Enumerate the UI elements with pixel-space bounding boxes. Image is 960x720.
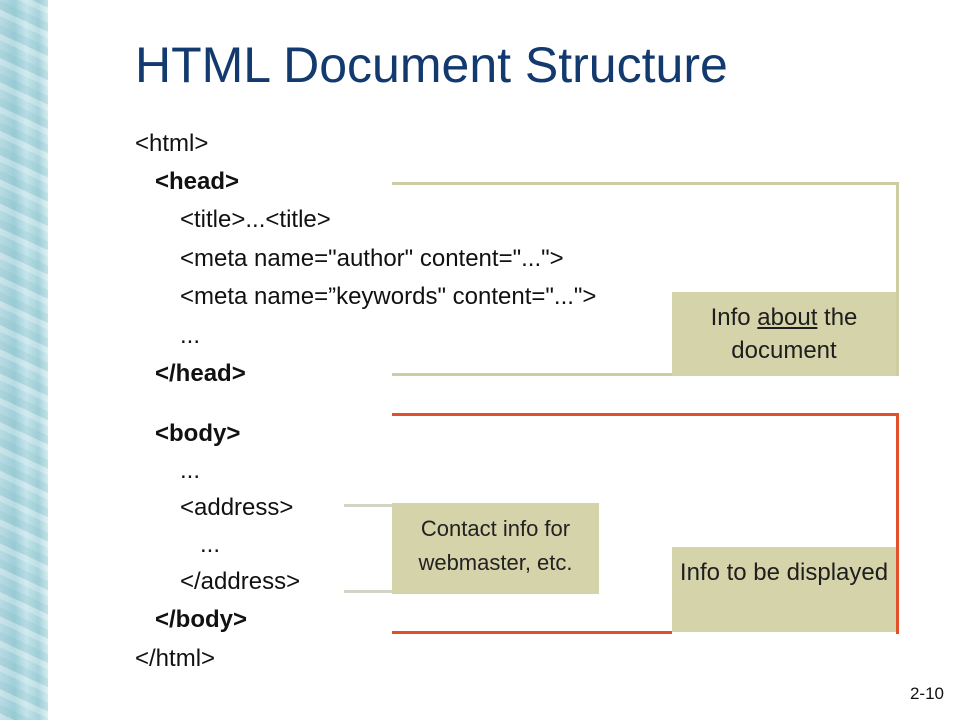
- code-meta-keywords: <meta name=”keywords" content="...">: [180, 283, 597, 310]
- callout-document-info-after: the document: [731, 304, 858, 364]
- callout-display-info: Info to be displayed: [672, 547, 896, 632]
- code-html-open: <html>: [135, 130, 209, 157]
- code-address-ellipsis: ...: [200, 531, 221, 558]
- head-bracket-right: [896, 182, 899, 376]
- code-body-close: </body>: [155, 606, 248, 633]
- head-bracket-bottom: [392, 373, 672, 376]
- code-head-close: </head>: [155, 360, 246, 387]
- code-html-close: </html>: [135, 645, 216, 672]
- code-head-ellipsis: ...: [180, 322, 201, 349]
- code-head-open: <head>: [155, 168, 240, 195]
- code-body-ellipsis: ...: [180, 457, 201, 484]
- code-address-close: </address>: [180, 568, 301, 595]
- code-body-open: <body>: [155, 420, 241, 447]
- decorative-side-band: [0, 0, 48, 720]
- callout-document-info-underlined: about: [757, 304, 818, 331]
- body-bracket-top: [392, 413, 899, 416]
- page-number: 2-10: [909, 684, 944, 703]
- callout-document-info: Info about the document: [672, 292, 896, 376]
- slide-title: HTML Document Structure: [135, 37, 728, 93]
- address-bracket-bottom: [344, 590, 394, 593]
- code-title-line: <title>...<title>: [180, 206, 331, 233]
- head-bracket-top: [392, 182, 899, 185]
- callout-document-info-before: Info: [710, 304, 758, 331]
- callout-contact-info: Contact info for webmaster, etc.: [392, 503, 599, 594]
- code-address-open: <address>: [180, 494, 294, 521]
- code-meta-author: <meta name="author" content="...">: [180, 245, 564, 272]
- address-bracket-top: [344, 504, 394, 507]
- body-bracket-right: [896, 413, 899, 634]
- body-bracket-bottom: [392, 631, 672, 634]
